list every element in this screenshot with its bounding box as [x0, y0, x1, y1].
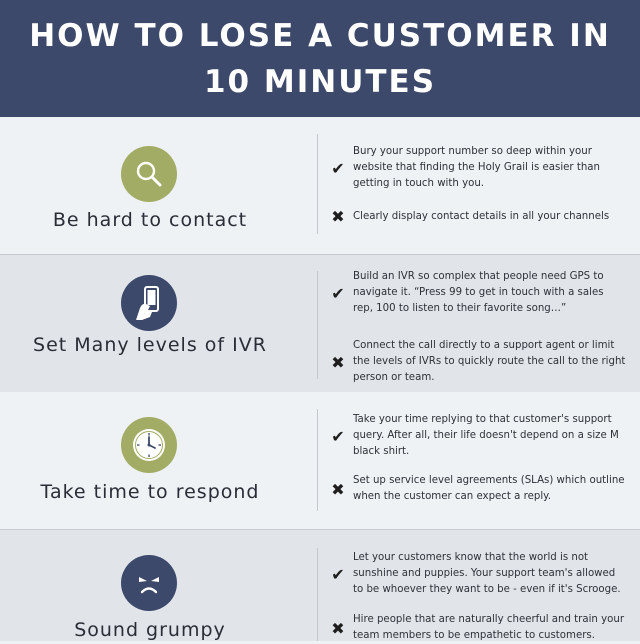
check-icon: ✔: [331, 426, 345, 446]
section-title: Sound grumpy: [74, 619, 226, 641]
dont-text: Connect the call directly to a support a…: [353, 340, 626, 383]
section-title: Set Many levels of IVR: [33, 334, 267, 356]
section-hard-to-contact: Be hard to contact ✔ Bury your support n…: [0, 117, 640, 254]
section-divider: [317, 134, 318, 234]
header-title-line-1: HOW TO LOSE A CUSTOMER IN: [29, 17, 611, 54]
dont-text: Clearly display contact details in all y…: [353, 210, 610, 222]
dont-item: ✖ Set up service level agreements (SLAs)…: [330, 473, 626, 505]
dont-item: ✖ Connect the call directly to a support…: [330, 338, 626, 386]
section-respond-time: Take time to respond ✔ Take your time re…: [0, 392, 640, 529]
check-icon: ✔: [331, 564, 345, 584]
dont-text: Hire people that are naturally cheerful …: [353, 614, 625, 641]
do-item: ✔ Let your customers know that the world…: [330, 550, 626, 598]
dont-text: Set up service level agreements (SLAs) w…: [353, 475, 625, 502]
magnifier-icon: [121, 146, 177, 202]
phone-in-hand-icon: [121, 275, 177, 331]
cross-icon: ✖: [331, 352, 345, 372]
dont-item: ✖ Hire people that are naturally cheerfu…: [330, 612, 626, 644]
do-item: ✔ Build an IVR so complex that people ne…: [330, 269, 626, 317]
do-item: ✔ Take your time replying to that custom…: [330, 412, 626, 460]
infographic-header: HOW TO LOSE A CUSTOMER IN 10 MINUTES: [0, 0, 640, 117]
cross-icon: ✖: [331, 479, 345, 499]
section-ivr: Set Many levels of IVR ✔ Build an IVR so…: [0, 254, 640, 393]
do-item: ✔ Bury your support number so deep withi…: [330, 144, 626, 192]
do-text: Let your customers know that the world i…: [353, 552, 621, 595]
cross-icon: ✖: [331, 207, 345, 226]
header-title-line-2: 10 MINUTES: [203, 63, 437, 100]
do-text: Bury your support number so deep within …: [353, 146, 601, 189]
check-icon: ✔: [331, 283, 345, 303]
section-divider: [317, 271, 318, 379]
do-text: Take your time replying to that customer…: [353, 414, 619, 457]
dont-item: ✖ Clearly display contact details in all…: [330, 207, 626, 226]
angry-face-icon: [121, 555, 177, 611]
section-divider: [317, 409, 318, 511]
do-text: Build an IVR so complex that people need…: [353, 271, 604, 314]
check-icon: ✔: [331, 158, 345, 178]
section-title: Take time to respond: [40, 481, 260, 503]
section-divider: [317, 548, 318, 641]
cross-icon: ✖: [331, 618, 345, 638]
clock-icon: [121, 417, 177, 473]
section-title: Be hard to contact: [52, 209, 248, 231]
section-sound-grumpy: Sound grumpy ✔ Let your customers know t…: [0, 529, 640, 641]
